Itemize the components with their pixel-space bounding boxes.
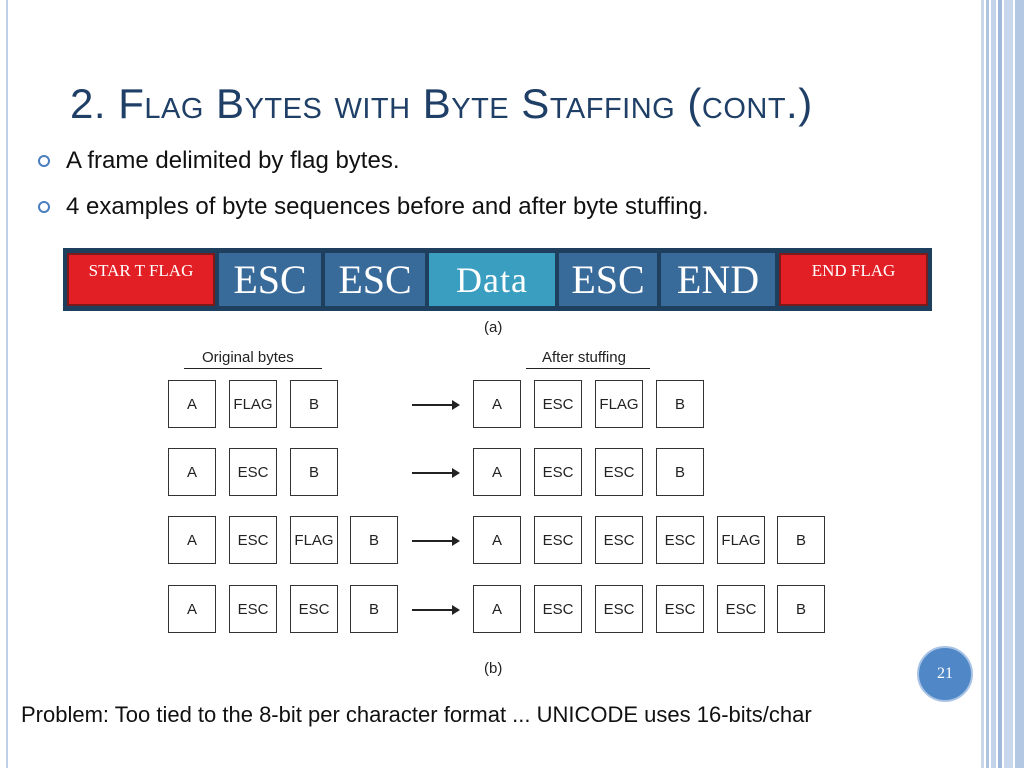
figure-label-a: (a) [484,319,503,336]
bullet-item: 4 examples of byte sequences before and … [36,192,709,238]
bullet-item: A frame delimited by flag bytes. [36,146,709,192]
decor-stripe [986,0,989,768]
right-arrow-icon [412,468,460,478]
original-byte-box: B [290,448,338,496]
original-byte-box: ESC [229,448,277,496]
stuffed-byte-box: B [777,585,825,633]
frame-cell-esc: ESC [219,253,321,306]
stuffed-byte-box: ESC [717,585,765,633]
stuffed-byte-box: ESC [534,585,582,633]
stuffed-byte-box: FLAG [595,380,643,428]
bullet-text: 4 examples of byte sequences before and … [66,193,709,220]
slide-title: 2. Flag Bytes with Byte Staffing (cont.) [70,80,813,127]
stuffed-byte-box: ESC [534,380,582,428]
header-underline [526,368,650,369]
bullet-circle-icon [38,155,50,167]
frame-cell-end: END [661,253,775,306]
stuffed-byte-box: A [473,380,521,428]
original-byte-box: ESC [290,585,338,633]
right-arrow-icon [412,400,460,410]
stuffed-byte-box: ESC [534,448,582,496]
original-byte-box: B [290,380,338,428]
flag-frame-diagram: STAR T FLAG ESC ESC Data ESC END END FLA… [63,248,932,311]
stuffed-byte-box: ESC [656,585,704,633]
decor-stripe [1004,0,1013,768]
stuffed-byte-box: B [656,448,704,496]
original-byte-box: ESC [229,516,277,564]
original-byte-box: ESC [229,585,277,633]
frame-cell-esc: ESC [325,253,425,306]
right-arrow-icon [412,605,460,615]
decor-stripe [981,0,984,768]
decor-stripe [1015,0,1024,768]
frame-cell-esc: ESC [559,253,657,306]
start-flag-cell: STAR T FLAG [67,253,215,306]
stuffed-byte-box: ESC [595,516,643,564]
stuffed-byte-box: A [473,516,521,564]
stuffed-byte-box: ESC [656,516,704,564]
decor-stripe [998,0,1002,768]
original-byte-box: A [168,448,216,496]
original-byte-box: B [350,585,398,633]
stuffed-byte-box: FLAG [717,516,765,564]
original-byte-box: A [168,516,216,564]
bullet-list: A frame delimited by flag bytes. 4 examp… [36,146,709,238]
right-arrow-icon [412,536,460,546]
header-underline [184,368,322,369]
decor-stripe [991,0,996,768]
decor-left-line [6,0,8,768]
original-byte-box: B [350,516,398,564]
end-flag-cell: END FLAG [779,253,928,306]
original-byte-box: FLAG [229,380,277,428]
page-number-badge: 21 [917,646,973,702]
stuffed-byte-box: B [777,516,825,564]
stuffed-byte-box: B [656,380,704,428]
stuffed-byte-box: ESC [595,448,643,496]
original-byte-box: FLAG [290,516,338,564]
footnote-text: Problem: Too tied to the 8-bit per chara… [21,702,812,727]
header-original-bytes: Original bytes [202,349,294,366]
stuffed-byte-box: ESC [534,516,582,564]
stuffed-byte-box: A [473,585,521,633]
stuffed-byte-box: A [473,448,521,496]
original-byte-box: A [168,380,216,428]
header-after-stuffing: After stuffing [542,349,626,366]
stuffed-byte-box: ESC [595,585,643,633]
bullet-text: A frame delimited by flag bytes. [66,147,400,174]
frame-cell-data: Data [429,253,555,306]
figure-label-b: (b) [484,660,503,677]
original-byte-box: A [168,585,216,633]
bullet-circle-icon [38,201,50,213]
